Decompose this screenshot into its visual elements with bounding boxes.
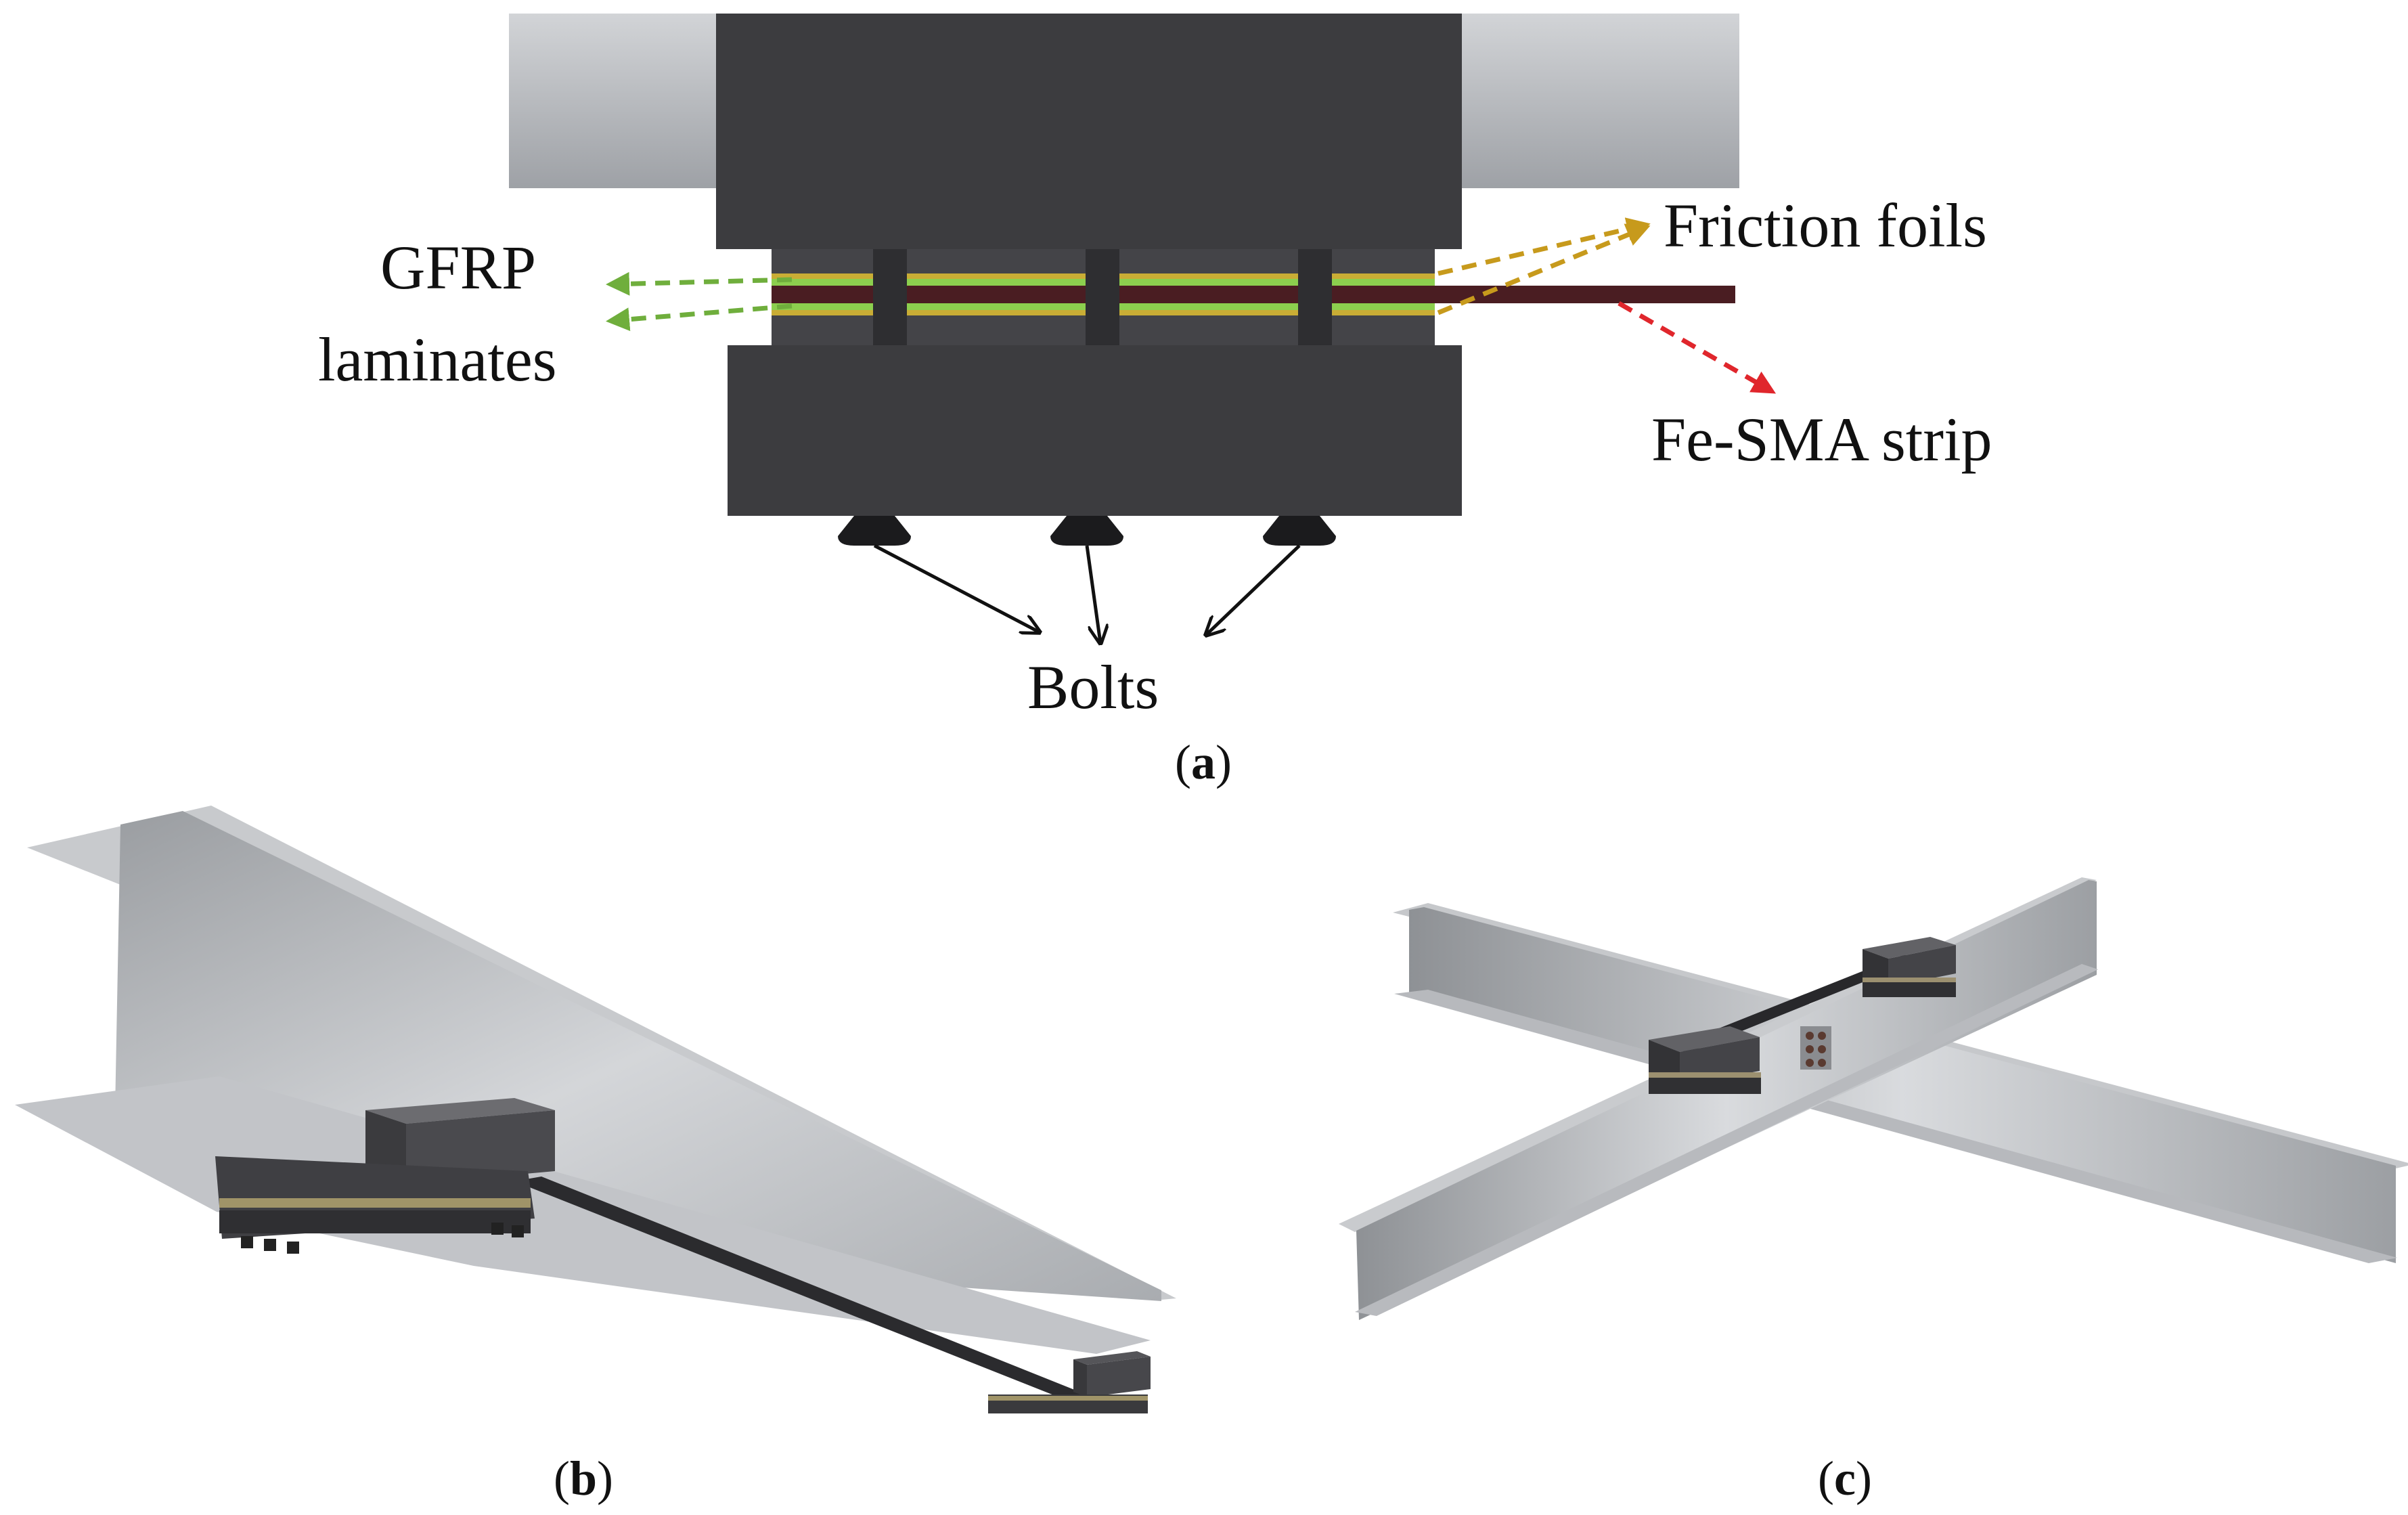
far-clamp-top-b [1073, 1351, 1151, 1365]
clamp-base-c [1649, 1078, 1761, 1094]
bolt-arrow-right [1206, 544, 1301, 635]
clamp-laminate-b [219, 1198, 531, 1208]
far-clamp-front-c [1888, 945, 1956, 987]
label-gfrp: GFRP [380, 233, 536, 302]
upper-clamp-block [716, 14, 1462, 249]
joint-bolt-c [1818, 1045, 1826, 1053]
joint-bolt-c [1806, 1032, 1814, 1040]
caption-c: (c) [1818, 1451, 1872, 1506]
bolt-b [287, 1242, 299, 1254]
joint-plate-c [1800, 1026, 1831, 1070]
joint-bolt-c [1818, 1032, 1826, 1040]
gfrp-arrow-bottom [606, 303, 793, 332]
bolt-shank [1298, 249, 1332, 345]
far-clamp-laminate-b [988, 1396, 1148, 1401]
bolt-b [241, 1236, 253, 1248]
beam-a-bottom-flange [1394, 990, 2397, 1263]
bolt-head [1050, 516, 1123, 546]
friction-foil-arrow-bottom [1437, 223, 1651, 315]
clamp-front-b [406, 1110, 555, 1185]
label-laminates: laminates [318, 325, 557, 394]
label-fe-sma-strip: Fe-SMA strip [1651, 405, 1992, 474]
clamp-laminate-c [1649, 1072, 1761, 1078]
beam-bottom-flange [15, 1076, 1151, 1354]
bolt-shank [873, 249, 907, 345]
friction-foil-arrow-top [1437, 217, 1651, 276]
far-clamp-front-b [1087, 1357, 1151, 1397]
far-clamp-base-c [1863, 982, 1956, 997]
panel-a: Friction foils GFRP laminates Fe-SMA str… [318, 14, 1992, 789]
gfrp-arrow-top [606, 271, 793, 296]
bolt-head [1263, 516, 1336, 546]
far-clamp-body-b [1073, 1359, 1087, 1397]
far-clamp-laminate-c [1863, 978, 1956, 982]
bolt-b [512, 1225, 524, 1237]
joint-bolt-c [1806, 1059, 1814, 1067]
beam-b-bottom-flange [1355, 964, 2098, 1316]
fe-sma-strip-b [514, 1177, 1110, 1407]
far-clamp-top-c [1863, 937, 1956, 959]
panel-b: (b) [15, 806, 1176, 1506]
caption-a: (a) [1175, 735, 1232, 789]
bolt-b [491, 1223, 504, 1235]
fe-sma-strip [772, 286, 1735, 303]
joint-bolt-c [1818, 1059, 1826, 1067]
lower-clamp-block [728, 345, 1462, 516]
bolt-arrow-middle [1085, 545, 1100, 643]
bolt-shank [1086, 249, 1119, 345]
clamp-top-b [365, 1098, 555, 1124]
bolt-head [838, 516, 911, 546]
joint-bolt-c [1806, 1045, 1814, 1053]
clamp-base-b [219, 1210, 531, 1233]
bolt-b [264, 1239, 276, 1251]
fe-sma-arrow [1618, 301, 1777, 394]
caption-b: (b) [554, 1451, 613, 1506]
beam-a-web [1409, 907, 2396, 1263]
label-friction-foils: Friction foils [1664, 191, 1987, 260]
panel-c: (c) [1339, 877, 2408, 1506]
clamp-top-c [1649, 1026, 1760, 1052]
label-bolts: Bolts [1027, 653, 1159, 722]
bolt-arrow-left [873, 544, 1040, 632]
